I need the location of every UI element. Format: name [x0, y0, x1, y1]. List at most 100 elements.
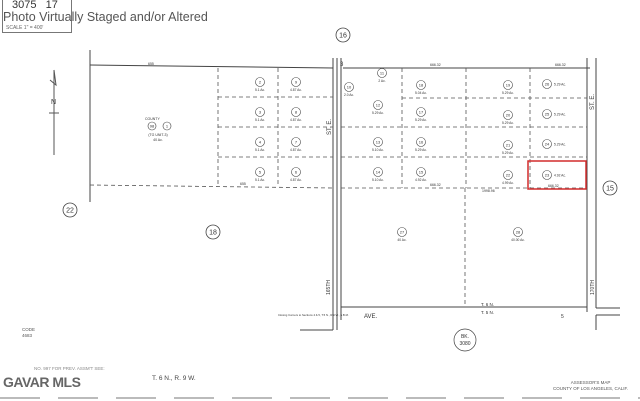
parcel-13-area: 5.10 Ac. [372, 148, 384, 152]
street-label-ave: AVE. [364, 314, 378, 320]
section-number-3: 3 [340, 62, 344, 68]
adjacent-page-circle [335, 27, 351, 43]
parcel-18-circle [416, 80, 426, 90]
parcel-16-circle [416, 137, 426, 147]
parcel-21-area: 5.29 Ac. [502, 151, 514, 155]
parcel-6-area: 4.87 Ac. [290, 178, 302, 182]
parcel-12-number: 12 [376, 103, 381, 108]
parcel-19-number: 19 [506, 83, 511, 88]
parcel-11-circle [377, 68, 387, 78]
parcel-18-number: 18 [419, 83, 424, 88]
parcel-20-area: 5.29 Ac. [502, 121, 514, 125]
parcel-27-number: 27 [400, 230, 405, 235]
parcel-4-circle [255, 137, 265, 147]
assessor-line-2: COUNTY OF LOS ANGELES, CALIF. [553, 386, 628, 391]
parcel-13-circle [373, 137, 383, 147]
dim-top-right: 666.32 [555, 63, 566, 67]
parcel-19-circle [503, 80, 513, 90]
street-label-east-left: ST. E. [327, 119, 333, 135]
parcel-4-area: 5.1 Ac. [255, 148, 265, 152]
parcel-26-circle [542, 79, 552, 89]
parcel-24-circle [542, 139, 552, 149]
mls-logo: GAVAR MLS [3, 374, 81, 390]
street-label-165th: 165TH [326, 280, 332, 295]
parcel-6-number: 6 [295, 170, 298, 175]
parcel-12-circle [373, 100, 383, 110]
parcel-9-area: 4.87 Ac. [290, 88, 302, 92]
parcel-17-number: 17 [419, 110, 424, 115]
watermark-text: Photo Virtually Staged and/or Altered [3, 10, 208, 24]
parcel-25-area: 5.29 Ac. [554, 113, 566, 117]
parcel-2-circle [255, 77, 265, 87]
parcel-22-number: 22 [506, 173, 511, 178]
parcel-19-area: 5.29 Ac. [502, 91, 514, 95]
county-note: (TG UNIT-3) [148, 133, 167, 137]
township-range: T. 6 N., R. 9 W. [152, 375, 196, 382]
block-badge-number: 3080 [459, 341, 470, 347]
page-number: 17 [45, 0, 58, 11]
township-north: T. 6 N. [481, 302, 494, 307]
north-arrow-icon [49, 69, 59, 155]
county-area: 40 Ac. [153, 138, 163, 142]
parcel-10-area: 2.0 Ac. [344, 93, 354, 97]
street-label-east-right: ST. E. [590, 94, 596, 110]
county-ref-circle [147, 121, 157, 131]
parcel-15-circle [416, 167, 426, 177]
parcel-21-circle [503, 140, 513, 150]
parcel-14-circle [373, 167, 383, 177]
highlighted-parcel-outline [527, 160, 587, 190]
assessor-line-1: ASSESSOR'S MAP [570, 380, 611, 385]
parcel-6-circle [291, 167, 301, 177]
closing-corner-note: Closing Corners to Sections 4 & 5, T.5 N… [278, 313, 349, 317]
parcel-25-number: 25 [545, 112, 550, 117]
parcel-25-circle [542, 109, 552, 119]
parcel-4-number: 4 [259, 140, 262, 145]
dim-top-left: 655 [148, 62, 154, 66]
parcel-16-area: 5.29 Ac. [415, 148, 427, 152]
parcel-11-number: 11 [380, 71, 385, 76]
parcel-14-area: 5.10 Ac. [372, 178, 384, 182]
book-number: 3075 [12, 0, 37, 11]
dim-bottom-mid: 666.32 [430, 183, 441, 187]
parcel-26-area: 5.29 Ac. [554, 83, 566, 87]
county-ref: 98 [150, 124, 155, 129]
north-label: N [51, 99, 56, 106]
parcel-2-area: 5.1 Ac. [255, 88, 265, 92]
parcel-20-number: 20 [506, 113, 511, 118]
code-value: 4683 [22, 333, 33, 338]
parcel-7-area: 4.87 Ac. [290, 148, 302, 152]
book-page-number: 3075 17 [12, 0, 58, 11]
parcel-13-number: 13 [376, 140, 381, 145]
street-label-170th: 170TH [590, 280, 596, 295]
parcel-22-circle [503, 170, 513, 180]
dim-bottom-right: 666.32 [548, 184, 559, 188]
adjacent-page-circle [62, 202, 78, 218]
adjacent-page-number: 18 [209, 230, 217, 237]
parcel-17-circle [416, 107, 426, 117]
parcel-24-number: 24 [545, 142, 550, 147]
block-badge [453, 328, 477, 352]
parcel-28-number: 28 [516, 230, 521, 235]
parcel-18-area: 5.04 Ac. [415, 91, 427, 95]
parcel-8-circle [291, 107, 301, 117]
parcel-15-area: 4.92 Ac. [415, 178, 427, 182]
parcel-1-number: 1 [166, 124, 169, 129]
prev-assessment-note: NO. 997 FOR PREV. ASSM'T SEE: [34, 366, 105, 371]
parcel-22-area: 4.99 Ac. [502, 181, 514, 185]
section-number-5: 5 [561, 314, 564, 320]
parcel-20-circle [503, 110, 513, 120]
parcel-28-circle [513, 227, 523, 237]
parcel-26-number: 26 [545, 82, 550, 87]
parcel-15-number: 15 [419, 170, 424, 175]
block-badge-label: BK. [461, 334, 469, 340]
scale-label: SCALE 1" = 400' [6, 25, 44, 31]
parcel-1-circle [162, 121, 172, 131]
dim-bottom-left: 655 [240, 182, 246, 186]
code-title: CODE [22, 327, 36, 332]
county-label: COUNTY [145, 117, 160, 121]
dim-bottom-long: 1998.96 [482, 189, 495, 193]
parcel-23-number: 23 [545, 173, 550, 178]
parcel-5-circle [255, 167, 265, 177]
